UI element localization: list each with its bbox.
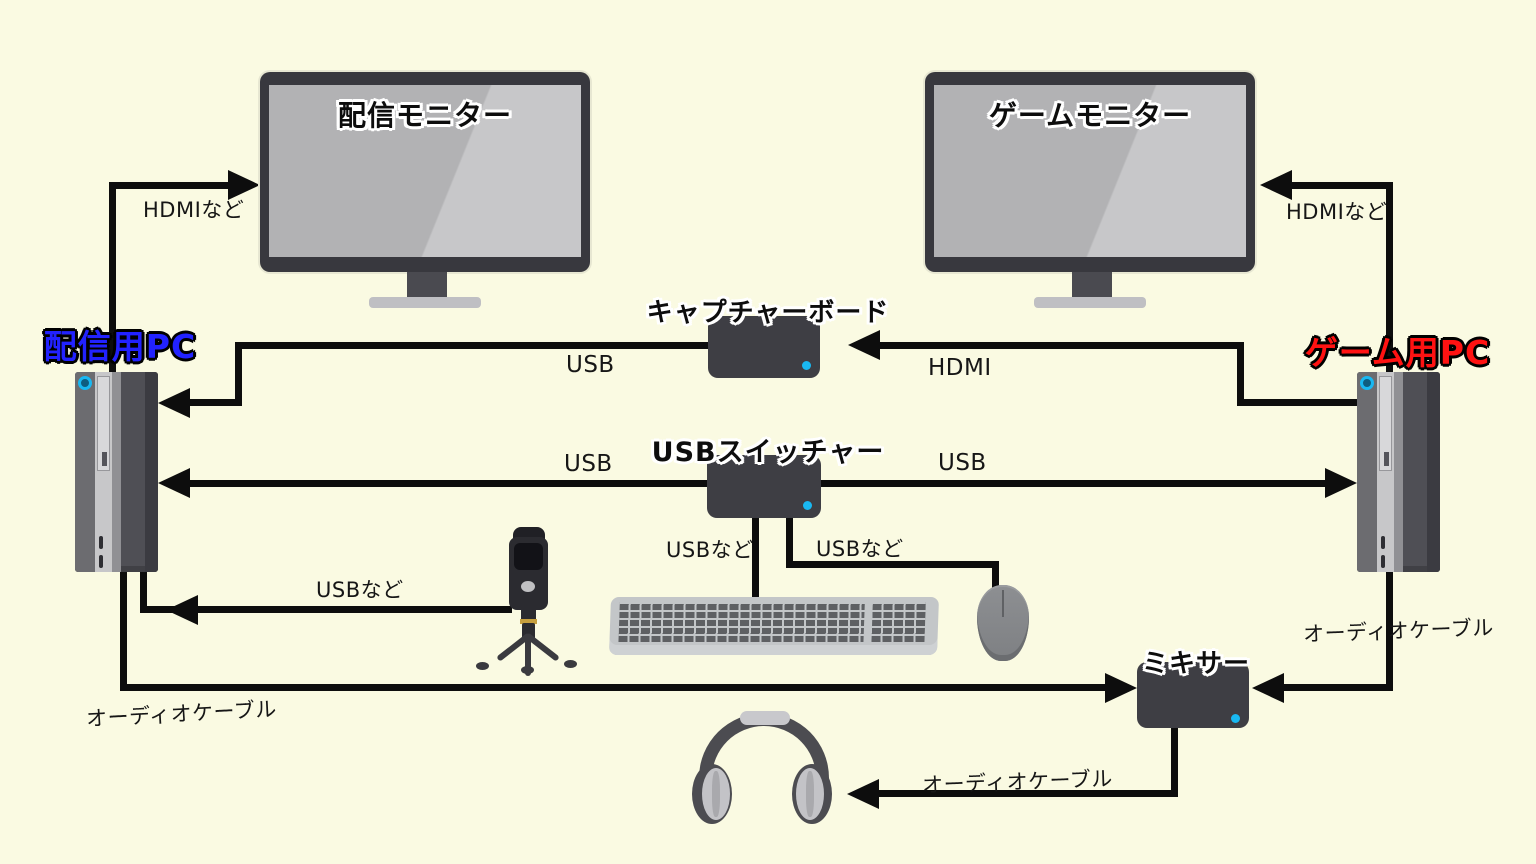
headband-pad — [740, 711, 790, 725]
arrowhead-icon — [848, 330, 880, 360]
cable-segment — [140, 606, 512, 613]
cable-label-usb-keyboard: USBなど — [666, 538, 754, 562]
cable-segment — [786, 561, 999, 568]
mixer-device — [1137, 662, 1249, 728]
monitor-stand-base — [369, 297, 481, 308]
cable-segment — [1171, 726, 1178, 797]
optical-drive-slot — [97, 376, 110, 471]
cable-label-usb-switcher-right: USB — [938, 450, 987, 476]
mouse-button-split — [1002, 590, 1004, 617]
game-pc-tower — [1357, 372, 1440, 572]
drive-eject-notch — [102, 452, 107, 466]
power-button-icon — [1360, 376, 1374, 390]
usb-port — [1381, 555, 1385, 568]
mixer-label: ミキサー — [1141, 649, 1250, 679]
stream-pc-tower — [75, 372, 158, 572]
arrowhead-icon — [158, 468, 190, 498]
keyboard-icon — [608, 597, 940, 655]
tripod-foot — [476, 662, 489, 670]
cable-label-audio-right: オーディオケーブル — [1302, 615, 1495, 647]
arrowhead-icon — [1260, 170, 1292, 200]
stream-monitor — [260, 72, 590, 272]
arrowhead-icon — [158, 388, 190, 418]
led-indicator — [1231, 714, 1240, 723]
cable-segment — [180, 399, 242, 406]
arrowhead-icon — [847, 779, 879, 809]
keyboard-keys — [618, 602, 926, 642]
optical-drive-slot — [1379, 376, 1392, 471]
game-monitor-label: ゲームモニター — [988, 99, 1192, 132]
arrowhead-icon — [1325, 468, 1357, 498]
cable-segment — [235, 342, 242, 406]
cable-segment — [875, 790, 1178, 797]
led-indicator — [803, 501, 812, 510]
cable-segment — [1386, 182, 1393, 374]
ear-cup-right-stripe — [806, 771, 814, 817]
capture-board-device — [708, 316, 820, 378]
monitor-stand-neck — [407, 272, 447, 298]
pc-edge-strip — [1394, 372, 1403, 572]
cable-label-usb-mic: USBなど — [316, 578, 404, 602]
cable-segment — [1288, 182, 1393, 189]
pc-side-panel — [1357, 372, 1377, 572]
tripod-leg — [525, 636, 531, 676]
mic-neck — [521, 608, 536, 620]
usb-switcher-device — [707, 455, 821, 518]
tripod-foot — [521, 666, 534, 674]
cable-segment — [140, 566, 147, 613]
stream-monitor-label: 配信モニター — [337, 99, 512, 132]
led-indicator — [802, 361, 811, 370]
monitor-screen — [934, 85, 1246, 257]
cable-label-hdmi-right: HDMIなど — [1286, 200, 1388, 224]
arrowhead-icon — [228, 170, 260, 200]
cable-label-usb-mouse: USBなど — [816, 537, 904, 561]
keyboard-numpad-gap — [863, 602, 873, 642]
cable-segment — [109, 182, 116, 374]
cable-segment — [752, 516, 759, 599]
monitor-stand-base — [1034, 297, 1146, 308]
capture-board-label: キャプチャーボード — [646, 298, 890, 328]
cable-segment — [876, 342, 1244, 349]
cable-label-hdmi-capture: HDMI — [928, 355, 992, 381]
ear-cup-left-stripe — [712, 771, 720, 817]
arrowhead-icon — [1105, 673, 1137, 703]
drive-eject-notch — [1384, 452, 1389, 466]
cable-segment — [109, 182, 230, 189]
cable-label-hdmi-left: HDMIなど — [143, 198, 245, 222]
cable-segment — [1280, 684, 1393, 691]
cable-segment — [240, 342, 710, 349]
cable-segment — [1237, 342, 1244, 406]
cable-label-usb-switcher-left: USB — [564, 451, 613, 477]
monitor-stand-neck — [1072, 272, 1112, 298]
cable-segment — [992, 561, 999, 589]
pc-edge-strip — [112, 372, 121, 572]
cable-segment — [120, 684, 1105, 691]
usb-port — [1381, 536, 1385, 549]
usb-port — [99, 536, 103, 549]
cable-label-audio-left: オーディオケーブル — [85, 697, 278, 731]
cable-segment — [786, 516, 793, 568]
stream-pc-label: 配信用PC — [43, 327, 197, 366]
mic-gold-band — [520, 619, 537, 624]
cable-segment — [120, 566, 127, 691]
cable-segment — [1386, 570, 1393, 691]
pc-side-shade — [145, 372, 158, 572]
monitor-screen — [269, 85, 581, 257]
cable-segment — [1237, 399, 1360, 406]
arrowhead-icon — [166, 595, 198, 625]
usb-switcher-label: USBスイッチャー — [651, 437, 885, 468]
cable-label-usb-capture: USB — [566, 352, 615, 378]
pc-side-shade — [1427, 372, 1440, 572]
arrowhead-icon — [1252, 673, 1284, 703]
mouse-icon — [977, 585, 1029, 661]
mic-screen — [514, 543, 543, 570]
pc-side-panel — [75, 372, 95, 572]
game-pc-label: ゲーム用PC — [1304, 333, 1491, 372]
power-button-icon — [78, 376, 92, 390]
usb-port — [99, 555, 103, 568]
game-monitor — [925, 72, 1255, 272]
mic-button — [521, 581, 535, 592]
tripod-foot — [564, 660, 577, 668]
